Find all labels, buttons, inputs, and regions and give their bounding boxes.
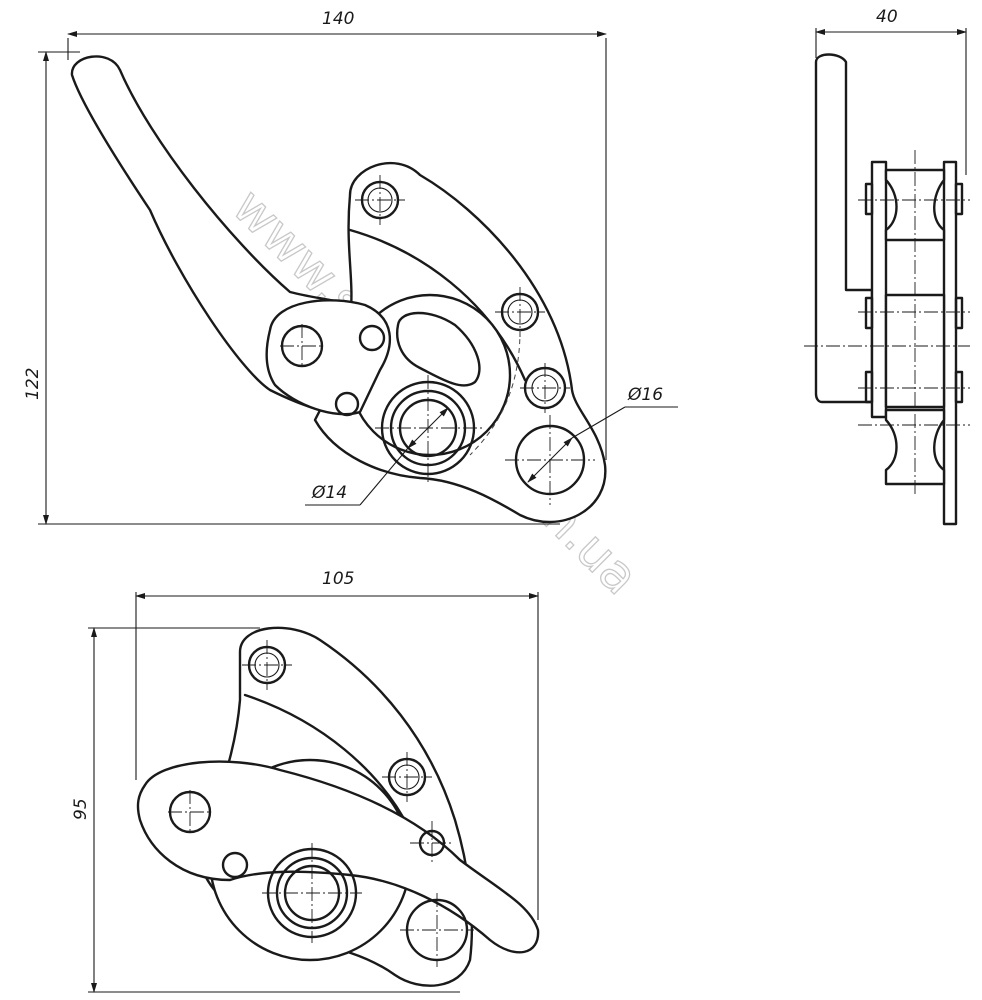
front-cam-inner-arc [348,228,527,382]
dim-side-width: 40 [876,7,898,27]
side-lever [814,53,874,404]
front-lever-head [265,299,392,416]
front-small-pin-2 [334,391,360,417]
dim-front-height: 122 [23,368,43,400]
bottom-dimensions: 105 95 [71,569,539,993]
bottom-small-pin [221,851,249,879]
side-plate-right [942,160,958,526]
side-plate-left [870,160,888,419]
dim-bottom-height: 95 [71,798,91,820]
bottom-view [136,626,540,987]
dim-bottom-width: 105 [322,569,354,589]
side-dimensions: 40 [815,7,967,175]
front-dimensions: 140 122 Ø14 Ø16 [23,9,678,525]
dim-front-width: 140 [322,9,354,29]
dim-large-hole: Ø16 [627,385,663,405]
side-view [804,53,970,526]
front-view [70,55,607,524]
front-slot [396,311,481,387]
front-small-pin-1 [358,324,386,352]
dim-small-hole: Ø14 [311,483,347,503]
